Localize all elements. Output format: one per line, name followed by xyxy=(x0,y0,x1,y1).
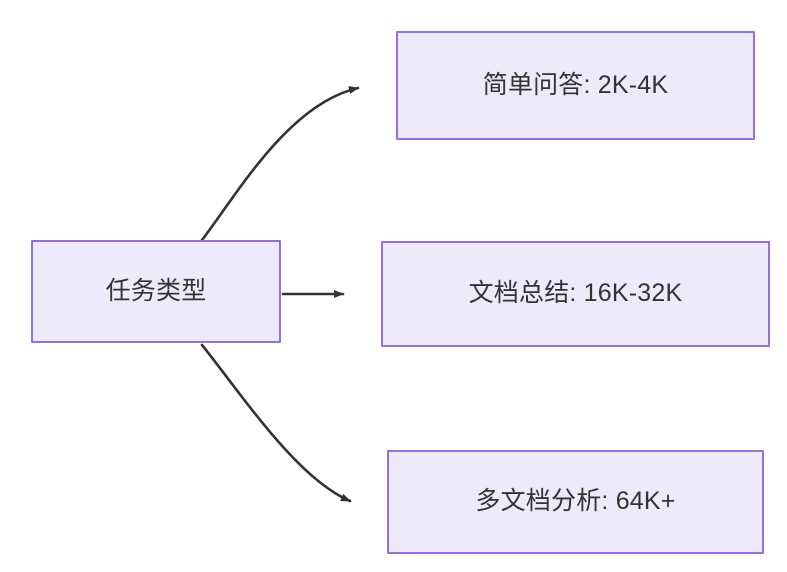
node-doc-summary[interactable]: 文档总结: 16K-32K xyxy=(381,241,770,347)
edge-task-type-to-simple-qa xyxy=(200,86,360,242)
node-multi-doc-label: 多文档分析: 64K+ xyxy=(475,487,676,516)
edge-task-type-to-multi-doc xyxy=(200,343,352,503)
node-multi-doc[interactable]: 多文档分析: 64K+ xyxy=(387,450,764,554)
node-simple-qa[interactable]: 简单问答: 2K-4K xyxy=(396,31,755,140)
node-simple-qa-label: 简单问答: 2K-4K xyxy=(482,70,669,99)
node-doc-summary-label: 文档总结: 16K-32K xyxy=(468,279,683,308)
node-task-type[interactable]: 任务类型 xyxy=(31,240,281,343)
node-task-type-label: 任务类型 xyxy=(105,276,207,305)
